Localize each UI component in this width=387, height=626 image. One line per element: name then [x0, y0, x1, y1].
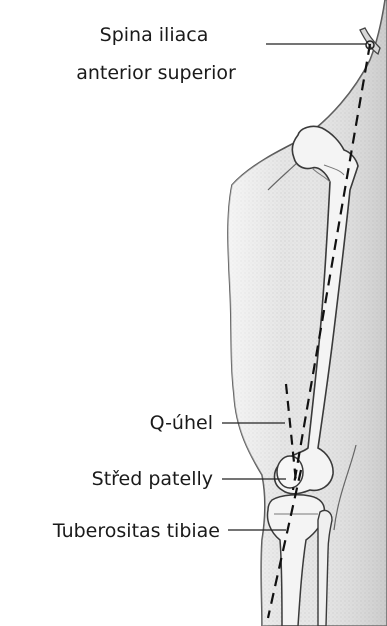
label-spina-line1: Spina iliaca	[100, 24, 209, 46]
label-patella-center: Střed patelly	[92, 468, 213, 490]
label-q-angle: Q-úhel	[150, 412, 213, 434]
label-tuberositas: Tuberositas tibiae	[52, 520, 220, 542]
label-spina-line2: anterior superior	[76, 62, 236, 84]
